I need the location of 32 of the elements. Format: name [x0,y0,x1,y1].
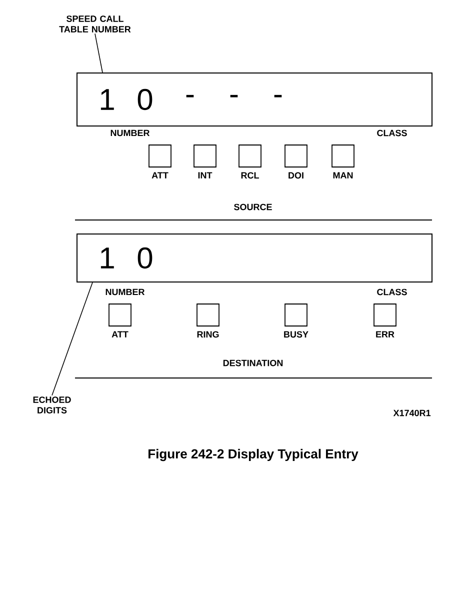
indicator-lamp: ATT [148,144,172,178]
indicator-lamp: INT [194,144,216,178]
leader-line [94,33,103,73]
indicator-lamp: MAN [332,144,354,178]
text-label: NUMBER [106,288,145,296]
indicator-lamp: ERR [374,304,396,338]
display-panel: 1 0 [76,234,432,282]
node-label: DOI [288,172,304,179]
node-label: INT [198,172,212,178]
indicator-lamp: RING [196,304,220,338]
indicator-lamp: RCL [238,144,262,179]
text-label: CLASS [377,288,407,296]
text-label: SOURCE [234,204,272,210]
node-label: MAN [333,172,353,178]
text-label: CLASS [377,130,407,136]
node-label: RING [197,331,219,338]
node-label: BUSY [284,331,308,338]
indicator-lamp: DOI [284,144,308,179]
indicator-lamp: BUSY [284,304,308,338]
text-label: DESTINATION [223,360,283,366]
text-label: X1740R1 [393,410,431,416]
callout-text: ECHOED DIGITS [33,396,71,414]
leader-line [52,282,93,396]
text-label: NUMBER [110,130,150,136]
node-label: ERR [376,331,394,338]
display-panel: 1 0 - - - [76,72,432,126]
node-label: ATT [152,172,168,178]
node-label: ATT [112,331,128,338]
callout-text: SPEED CALL TABLE NUMBER [59,16,131,32]
figure-caption: Figure 242-2 Display Typical Entry [148,448,358,462]
node-label: RCL [241,172,259,179]
indicator-lamp: ATT [108,304,132,338]
